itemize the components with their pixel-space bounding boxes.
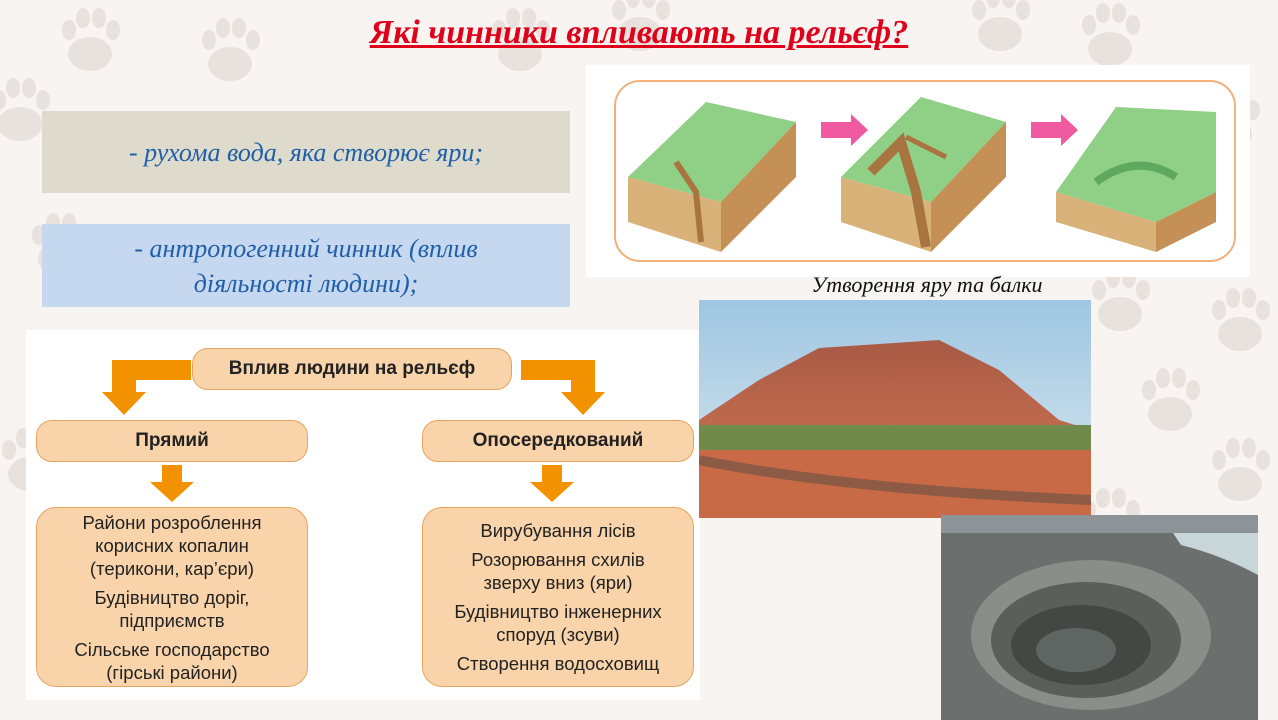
- list-item: Сільське господарство (гірські райони): [74, 638, 270, 683]
- quarry-photo: [941, 515, 1258, 720]
- ravine-stage-2-image: [841, 97, 1006, 252]
- list-item: Райони розроблення корисних копалин (тер…: [82, 511, 262, 579]
- arrow-down-right-icon: [530, 465, 574, 502]
- indirect-impact-list: Вирубування лісів Розорювання схилів зве…: [422, 507, 694, 687]
- branch-indirect-label: Опосередкований: [472, 430, 644, 451]
- factor-flowing-water-text: - рухома вода, яка створює яри;: [128, 137, 484, 167]
- diagram-arrows: [102, 360, 605, 502]
- list-item: Вирубування лісів: [480, 520, 636, 541]
- arrow-left-icon: [102, 360, 191, 415]
- branch-indirect-box: Опосередкований: [422, 420, 694, 462]
- branch-direct-label: Прямий: [135, 430, 209, 451]
- direct-impact-list: Райони розроблення корисних копалин (тер…: [36, 507, 308, 687]
- factor-flowing-water: - рухома вода, яка створює яри;: [42, 111, 570, 193]
- factor-anthropogenic: - антропогенний чинник (вплив діяльності…: [42, 224, 570, 307]
- ravine-stages-frame: [614, 80, 1236, 262]
- factor-anthropogenic-text: - антропогенний чинник (вплив діяльності…: [134, 233, 478, 298]
- list-item: Створення водосховищ: [456, 653, 660, 674]
- list-item: Будівництво доріг, підприємств: [94, 586, 250, 631]
- stage-arrow-1: [821, 114, 868, 146]
- diagram-root-label: Вплив людини на рельєф: [228, 358, 476, 379]
- arrow-down-left-icon: [150, 465, 194, 502]
- list-item: Будівництво інженерних споруд (зсуви): [454, 601, 662, 645]
- ravine-stage-1-image: [628, 102, 796, 252]
- arrow-right-icon: [521, 360, 605, 415]
- illustration-caption: Утворення яру та балки: [811, 272, 1043, 297]
- spoil-heap-photo: [699, 300, 1091, 518]
- stage-arrow-2: [1031, 114, 1078, 146]
- slide-title: Які чинники впливають на рельєф?: [369, 14, 909, 51]
- branch-direct-box: Прямий: [36, 420, 308, 462]
- ravine-stages-illustration: [628, 97, 1216, 252]
- list-item: Розорювання схилів зверху вниз (яри): [471, 549, 645, 593]
- diagram-root-box: Вплив людини на рельєф: [192, 348, 512, 390]
- human-impact-diagram: Вплив людини на рельєф Прямий Опосередко…: [26, 330, 700, 700]
- ravine-stage-3-image: [1056, 107, 1216, 252]
